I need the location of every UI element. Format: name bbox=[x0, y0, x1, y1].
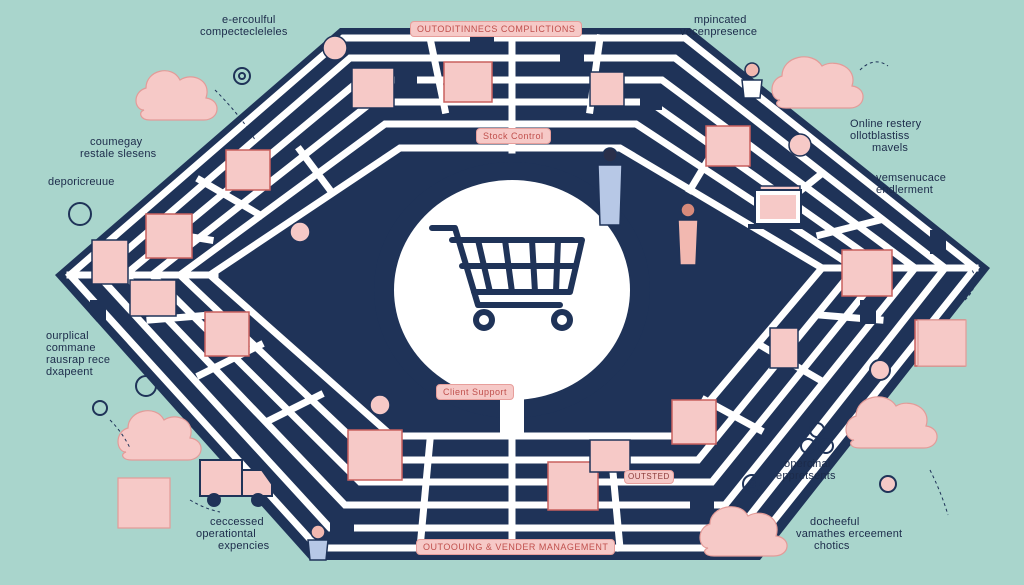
pill-bottom-title: OUTOOUING & VENDER MANAGEMENT bbox=[416, 539, 616, 555]
person-icons bbox=[307, 62, 763, 561]
shopping-cart-icon bbox=[429, 225, 585, 331]
label-bottom-left: ceccessed operationtal expencies bbox=[196, 516, 270, 552]
connector-arrows bbox=[109, 61, 976, 516]
pill-client-support: Client Support bbox=[436, 384, 515, 400]
label-left-low: ourplical commane rausrap rece dxapeent bbox=[46, 330, 111, 378]
label-bottom-right: docheeful vamathes erceement chotics bbox=[796, 516, 903, 552]
label-right-vens: vemsenucace endlerment bbox=[876, 172, 947, 196]
card-ribbon bbox=[145, 213, 193, 259]
truck-icon bbox=[199, 459, 273, 507]
card-shelf bbox=[443, 61, 493, 103]
card-gift bbox=[225, 149, 271, 191]
stock-icons bbox=[91, 35, 812, 473]
card-chart bbox=[347, 429, 403, 481]
outer-cards bbox=[117, 319, 967, 529]
pill-stock-control: Stock Control bbox=[476, 128, 551, 144]
label-left-mid: coumegay restale slesens bbox=[80, 136, 157, 160]
label-right-online: Online restery ollotblastiss mavels bbox=[850, 118, 922, 154]
cloud-icons bbox=[117, 56, 938, 557]
card-box bbox=[705, 125, 751, 167]
card-receipt bbox=[671, 399, 717, 445]
pill-top-title: OUTODITINNECS COMPLICTIONS bbox=[410, 21, 583, 37]
card-cart-small bbox=[841, 249, 893, 297]
label-left-depot: deporicreuue bbox=[48, 176, 115, 188]
pill-shop: OUTSTED bbox=[624, 470, 674, 484]
laptop-icon bbox=[748, 189, 808, 229]
label-top-right: mpincated vecenpresence bbox=[680, 14, 758, 38]
card-scissors bbox=[204, 311, 250, 357]
gear-icons bbox=[68, 67, 897, 494]
label-top-left: e-ercoulful compectecleleles bbox=[200, 14, 288, 38]
label-right-low: opercinal eppretsents bbox=[776, 458, 836, 482]
